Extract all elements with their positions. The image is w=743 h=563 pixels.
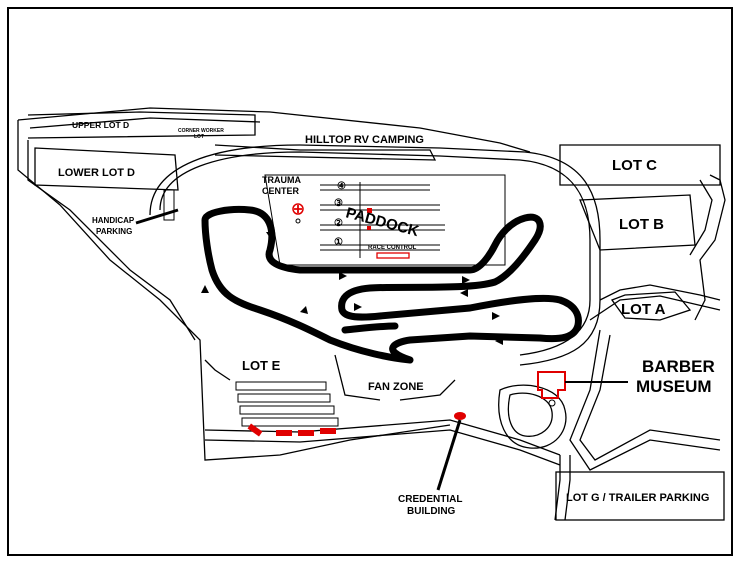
property-roads bbox=[17, 107, 726, 521]
credential-pointer bbox=[436, 419, 462, 491]
handicap-parking-label-2: PARKING bbox=[96, 227, 132, 236]
trauma-center-label-2: CENTER bbox=[262, 186, 300, 196]
race-track bbox=[201, 206, 582, 364]
handicap-lot bbox=[163, 189, 175, 221]
credential-building-marker bbox=[454, 412, 466, 420]
map-frame bbox=[7, 7, 733, 556]
race-control-building bbox=[376, 252, 410, 259]
lot-e-label: LOT E bbox=[242, 358, 281, 373]
lot-c-label: LOT C bbox=[612, 157, 657, 174]
barber-museum-label: BARBER bbox=[642, 357, 715, 376]
paddock-marker bbox=[367, 208, 372, 213]
paddock-marker bbox=[367, 226, 371, 230]
lot-a-label: LOT A bbox=[621, 301, 666, 318]
fan-zone-label: FAN ZONE bbox=[368, 381, 424, 393]
lower-lot-d-label: LOWER LOT D bbox=[58, 167, 135, 179]
paddock-row-4: ④ bbox=[337, 181, 346, 192]
upper-lot-d-label: UPPER LOT D bbox=[72, 120, 129, 130]
race-track-inner bbox=[341, 322, 399, 334]
credential-building-label-2: BUILDING bbox=[407, 506, 456, 517]
direction-arrow-icon bbox=[201, 232, 503, 345]
trauma-center-label: TRAUMA bbox=[262, 175, 301, 185]
handicap-parking-label: HANDICAP bbox=[92, 216, 135, 225]
paddock-row-3: ③ bbox=[334, 198, 343, 209]
lot-e-red-markers bbox=[247, 423, 336, 437]
race-control-label: RACE CONTROL bbox=[368, 245, 417, 251]
hilltop-rv-camping-label: HILLTOP RV CAMPING bbox=[305, 134, 424, 146]
credential-building-label: CREDENTIAL bbox=[398, 494, 462, 505]
paddock-row-1: ① bbox=[334, 237, 343, 248]
museum-building bbox=[537, 371, 566, 399]
corner-worker-lot-label-2: LOT bbox=[194, 134, 204, 140]
paddock-row-2: ② bbox=[334, 218, 343, 229]
corner-worker-lot-label: CORNER WORKER bbox=[178, 128, 224, 134]
museum-roundabout bbox=[548, 399, 556, 407]
lot-b-label: LOT B bbox=[619, 216, 664, 233]
handicap-pointer bbox=[135, 208, 179, 225]
lot-g-trailer-parking-label: LOT G / TRAILER PARKING bbox=[566, 492, 709, 504]
lot-e-rows bbox=[235, 381, 339, 427]
barber-museum-label-2: MUSEUM bbox=[636, 377, 712, 396]
medical-cross-icon bbox=[292, 203, 304, 224]
